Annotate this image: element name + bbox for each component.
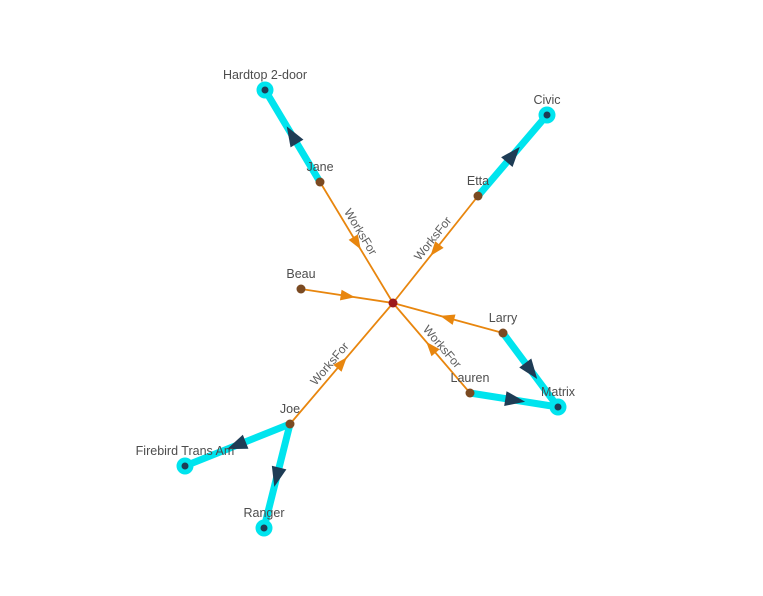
vehicle-node-dot	[554, 403, 562, 411]
graph-node-joe[interactable]: Joe	[280, 402, 300, 429]
node-label-joe: Joe	[280, 402, 300, 416]
person-node-dot	[315, 177, 325, 187]
arrowhead-icon	[339, 289, 356, 301]
graph-edge-etta-center[interactable]: WorksFor	[392, 195, 479, 304]
graph-edge-larry-center[interactable]	[392, 302, 504, 334]
node-label-firebird: Firebird Trans Am	[136, 444, 235, 458]
graph-edge-lauren-matrix[interactable]	[466, 389, 562, 411]
person-node-dot	[285, 419, 295, 429]
graph-node-jane[interactable]: Jane	[306, 160, 334, 187]
node-label-lauren: Lauren	[451, 371, 490, 385]
arrowhead-icon	[271, 465, 287, 487]
graph-node-hardtop[interactable]: Hardtop 2-door	[223, 68, 307, 99]
arrowhead-icon	[348, 234, 361, 250]
arrowhead-icon	[504, 391, 526, 407]
graph-node-civic[interactable]: Civic	[533, 93, 561, 124]
edge-label-lauren-center: WorksFor	[420, 322, 464, 370]
arrowhead-icon	[501, 146, 520, 168]
node-label-civic: Civic	[533, 93, 560, 107]
graph-edge-joe-center[interactable]: WorksFor	[289, 302, 394, 425]
person-node-dot	[296, 284, 306, 294]
graph-node-center[interactable]	[388, 298, 398, 308]
node-label-etta: Etta	[467, 174, 489, 188]
edge-label-etta-center: WorksFor	[411, 214, 454, 263]
vehicle-node-dot	[543, 111, 551, 119]
graph-edge-joe-firebird[interactable]	[181, 420, 294, 470]
graph-edge-beau-center[interactable]	[300, 288, 394, 304]
arrowhead-icon	[430, 241, 444, 256]
graph-edge-jane-hardtop[interactable]	[261, 86, 324, 186]
vehicle-node-dot	[181, 462, 189, 470]
center-node-dot	[388, 298, 398, 308]
graph-edge-etta-civic[interactable]	[474, 111, 551, 200]
graph-node-larry[interactable]: Larry	[489, 311, 518, 338]
node-label-hardtop: Hardtop 2-door	[223, 68, 307, 82]
node-label-larry: Larry	[489, 311, 518, 325]
graph-edge-larry-matrix[interactable]	[499, 329, 562, 411]
graph-node-ranger[interactable]: Ranger	[244, 506, 285, 537]
arrowhead-icon	[227, 434, 249, 450]
node-label-ranger: Ranger	[244, 506, 285, 520]
graph-edge-jane-center[interactable]: WorksFor	[319, 181, 394, 304]
vehicle-node-dot	[260, 524, 268, 532]
node-label-matrix: Matrix	[541, 385, 576, 399]
arrowhead-icon	[440, 314, 456, 325]
node-label-jane: Jane	[306, 160, 333, 174]
graph-node-beau[interactable]: Beau	[286, 267, 316, 294]
edge-label-joe-center: WorksFor	[307, 339, 351, 388]
graph-node-matrix[interactable]: Matrix	[541, 385, 576, 416]
arrowhead-icon	[286, 126, 304, 148]
person-node-dot	[473, 191, 483, 201]
graph-node-lauren[interactable]: Lauren	[451, 371, 490, 398]
graph-node-etta[interactable]: Etta	[467, 174, 489, 201]
person-node-dot	[498, 328, 508, 338]
graph-edge-joe-ranger[interactable]	[260, 420, 294, 532]
graph-node-firebird[interactable]: Firebird Trans Am	[136, 444, 235, 475]
node-label-beau: Beau	[286, 267, 315, 281]
vehicle-node-dot	[261, 86, 269, 94]
arrowhead-icon	[519, 358, 538, 380]
arrowhead-icon	[426, 341, 440, 357]
person-node-dot	[465, 388, 475, 398]
arrowhead-icon	[333, 357, 347, 372]
